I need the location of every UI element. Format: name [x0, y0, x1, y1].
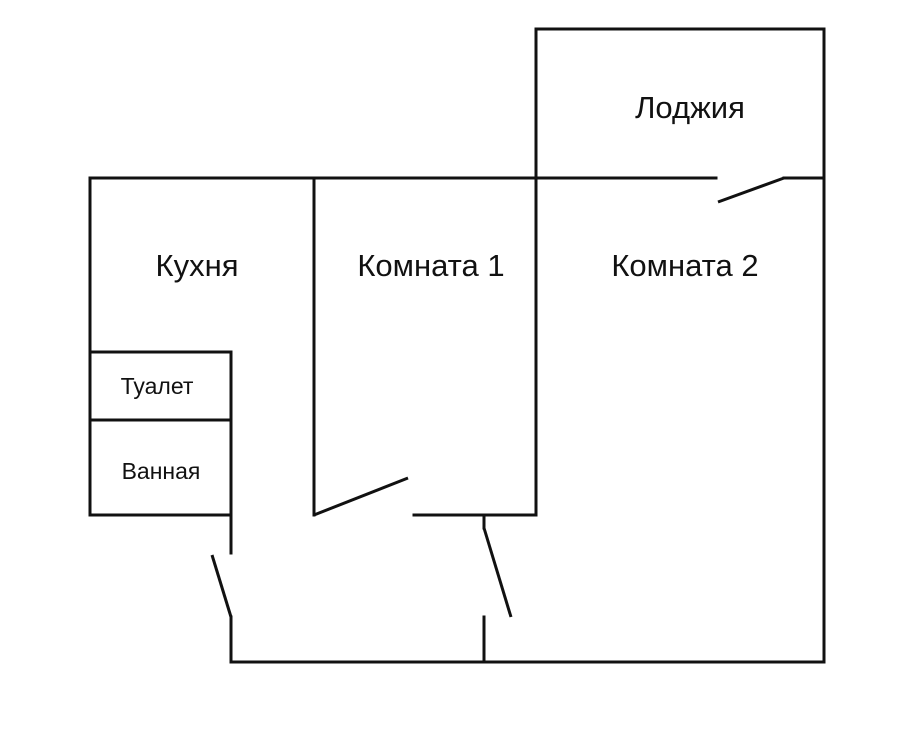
loggia-walls — [534, 27, 826, 180]
corridor-door — [210, 554, 233, 618]
room2-label: Комната 2 — [611, 248, 758, 283]
toilet-label: Туалет — [121, 373, 194, 399]
bathroom-label: Ванная — [122, 458, 201, 484]
loggia-door — [717, 176, 785, 204]
loggia-label: Лоджия — [635, 90, 745, 125]
room1-door — [313, 476, 409, 517]
room2-door — [482, 527, 513, 618]
room1-label: Комната 1 — [357, 248, 504, 283]
room1-walls — [312, 176, 538, 530]
outer-walls — [229, 176, 826, 664]
kitchen-label: Кухня — [156, 248, 239, 283]
kitchen-walls — [88, 176, 233, 555]
